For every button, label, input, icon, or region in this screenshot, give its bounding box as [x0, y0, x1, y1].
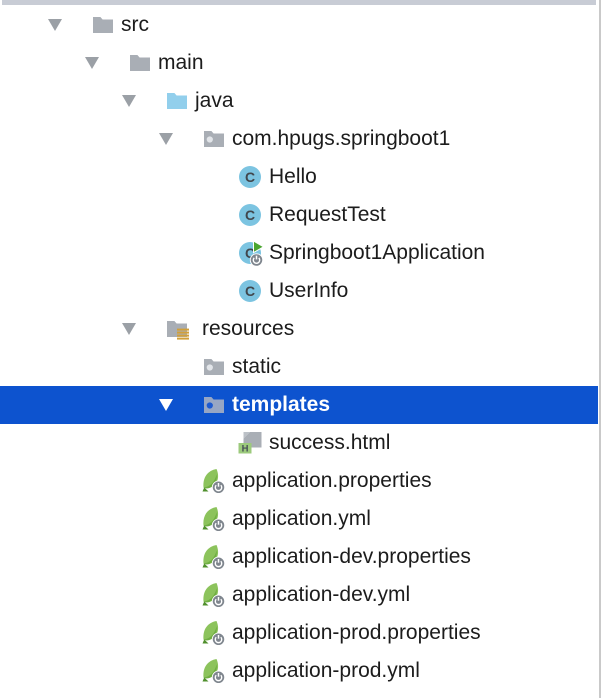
tree-item-label: application-prod.properties	[232, 621, 481, 644]
spring-leaf-icon	[201, 582, 227, 608]
tree-item-main[interactable]: main	[0, 44, 598, 82]
spring-leaf-icon	[201, 544, 227, 570]
panel-splitter[interactable]	[599, 0, 601, 698]
tree-item-label: main	[158, 51, 204, 74]
tree-item-application-properties[interactable]: application.properties	[0, 462, 598, 500]
toolbar-bottom-edge	[2, 0, 596, 5]
expand-arrow-icon[interactable]	[121, 323, 164, 335]
chevron-down-icon	[159, 133, 173, 145]
spring-leaf-icon	[201, 620, 227, 646]
tree-item-application-yml[interactable]: application.yml	[0, 500, 598, 538]
tree-item-application-dev-properties[interactable]: application-dev.properties	[0, 538, 598, 576]
tree-item-label: application.yml	[232, 507, 371, 530]
tree-item-label: UserInfo	[269, 279, 349, 302]
class-icon: C	[238, 202, 264, 228]
chevron-down-icon	[122, 323, 136, 335]
source-folder-icon	[164, 88, 190, 114]
tree-item-resources[interactable]: resources	[0, 310, 598, 348]
chevron-down-icon	[85, 57, 99, 69]
tree-item-java[interactable]: java	[0, 82, 598, 120]
class-icon: C	[238, 278, 264, 304]
chevron-down-icon	[122, 95, 136, 107]
svg-text:C: C	[245, 283, 255, 299]
svg-text:H: H	[242, 444, 249, 455]
tree-item-label: resources	[202, 317, 295, 340]
folder-icon	[90, 12, 116, 38]
package-folder-icon	[201, 392, 227, 418]
resources-folder-icon	[164, 316, 197, 342]
tree-item-templates[interactable]: templates	[0, 386, 598, 424]
tree-item-label: application-prod.yml	[232, 659, 420, 682]
tree-item-label: templates	[232, 393, 331, 416]
tree-item-label: application.properties	[232, 469, 432, 492]
tree-item-label: Springboot1Application	[269, 241, 485, 264]
tree-item-label: java	[195, 89, 234, 112]
svg-text:C: C	[245, 169, 255, 185]
spring-leaf-icon	[201, 468, 227, 494]
tree-item-userinfo[interactable]: C UserInfo	[0, 272, 598, 310]
tree-item-label: application-dev.properties	[232, 545, 471, 568]
tree-item-label: static	[232, 355, 282, 378]
expand-arrow-icon[interactable]	[158, 133, 201, 145]
runnable-class-icon: C	[238, 240, 264, 266]
tree-item-label: application-dev.yml	[232, 583, 411, 606]
tree-item-requesttest[interactable]: C RequestTest	[0, 196, 598, 234]
package-folder-icon	[201, 126, 227, 152]
expand-arrow-icon[interactable]	[84, 57, 127, 69]
spring-leaf-icon	[201, 506, 227, 532]
tree-item-label: com.hpugs.springboot1	[232, 127, 451, 150]
folder-icon	[127, 50, 153, 76]
tree-item-static[interactable]: static	[0, 348, 598, 386]
class-icon: C	[238, 164, 264, 190]
tree-item-label: RequestTest	[269, 203, 386, 226]
tree-item-label: success.html	[269, 431, 391, 454]
expand-arrow-icon[interactable]	[158, 399, 201, 411]
expand-arrow-icon[interactable]	[121, 95, 164, 107]
tree-item-com-hpugs-springboot1[interactable]: com.hpugs.springboot1	[0, 120, 598, 158]
svg-text:C: C	[245, 245, 255, 261]
tree-item-application-prod-yml[interactable]: application-prod.yml	[0, 652, 598, 690]
tree-item-src[interactable]: src	[0, 6, 598, 44]
html-file-icon: H	[238, 430, 264, 456]
chevron-down-icon	[159, 399, 173, 411]
tree-item-application-dev-yml[interactable]: application-dev.yml	[0, 576, 598, 614]
tree-item-label: src	[121, 13, 149, 36]
chevron-down-icon	[48, 19, 62, 31]
svg-text:C: C	[245, 207, 255, 223]
expand-arrow-icon[interactable]	[47, 19, 90, 31]
tree-item-hello[interactable]: C Hello	[0, 158, 598, 196]
tree-item-springboot1application[interactable]: C Springboot1Application	[0, 234, 598, 272]
tree-item-label: Hello	[269, 165, 317, 188]
package-folder-icon	[201, 354, 227, 380]
spring-leaf-icon	[201, 658, 227, 684]
tree-item-application-prod-properties[interactable]: application-prod.properties	[0, 614, 598, 652]
